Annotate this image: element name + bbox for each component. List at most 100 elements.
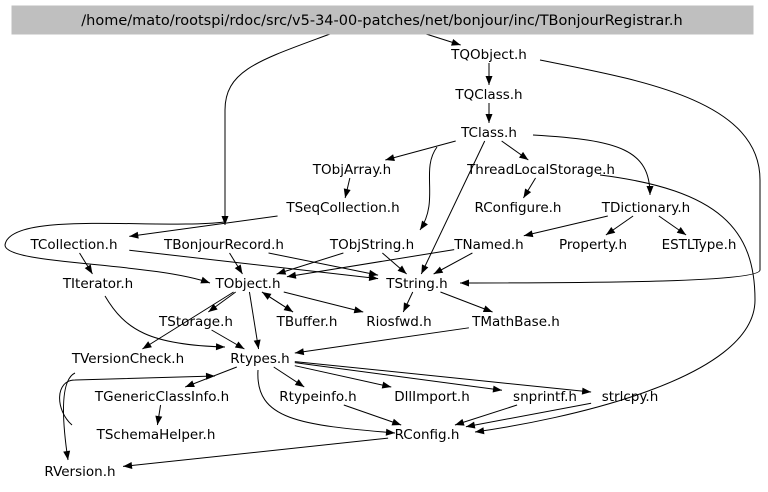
arrowhead-icon (465, 421, 476, 429)
arrowhead-icon (420, 220, 428, 230)
arrowhead-icon (215, 343, 225, 351)
root-node[interactable]: /home/mato/rootspi/rdoc/src/v5-34-00-pat… (11, 5, 754, 35)
edge-tqobject-to-tstring (459, 59, 761, 284)
node-tstring[interactable]: TString.h (385, 276, 447, 292)
node-tgenericclassinfo[interactable]: TGenericClassInfo.h (94, 389, 229, 405)
arrowhead-icon (492, 385, 502, 393)
arrowhead-icon (605, 226, 616, 235)
node-tqobject[interactable]: TQObject.h (450, 47, 527, 63)
edge-rtypes-to-dllimport (294, 365, 392, 388)
edge-tstring-to-tmathbase (440, 291, 493, 313)
edge-tdictionary-to-tnamed (523, 215, 608, 237)
edge-tbonjourrecord-to-tstring (268, 252, 379, 276)
arrowhead-icon (234, 341, 245, 349)
node-tstorage[interactable]: TStorage.h (158, 314, 233, 330)
edge-tobject-to-rtypes (248, 291, 260, 350)
arrowhead-icon (123, 461, 133, 469)
node-tschemahelper[interactable]: TSchemaHelper.h (96, 427, 216, 443)
arrowhead-icon (454, 418, 465, 426)
arrowhead-icon (391, 418, 402, 426)
arrowhead-icon (523, 188, 532, 198)
arrowhead-icon (485, 76, 493, 85)
arrowhead-icon (518, 151, 529, 160)
arrowhead-icon (403, 302, 411, 312)
edge-snprintf-to-rconfig (454, 404, 518, 426)
node-tcollection[interactable]: TCollection.h (29, 237, 117, 253)
edge-tobjstring-to-tobject (276, 252, 344, 275)
edge-tseqcollection-to-tcollection (129, 215, 278, 237)
arrowhead-icon (208, 303, 218, 312)
arrowhead-icon (581, 387, 592, 395)
arrowhead-icon (385, 428, 395, 436)
node-property[interactable]: Property.h (559, 237, 627, 253)
arrowhead-icon (523, 230, 534, 238)
edge-tobject-to-tversioncheck (142, 291, 234, 350)
node-tqclass[interactable]: TQClass.h (454, 87, 522, 103)
edge-tschemahelper-to-rtypes (59, 375, 216, 426)
arrowhead-icon (475, 427, 485, 435)
node-tbuffer[interactable]: TBuffer.h (276, 314, 338, 330)
node-titerator[interactable]: TIterator.h (62, 276, 133, 292)
arrowhead-icon (460, 279, 469, 287)
node-rconfigure[interactable]: RConfigure.h (475, 200, 562, 216)
edge-tcollection-to-tobject (4, 221, 226, 284)
edge-threadlocalstorage-to-rconfig (474, 174, 756, 433)
arrowhead-icon (676, 226, 687, 235)
arrowhead-icon (353, 306, 364, 314)
edge-tversioncheck-to-rversion (63, 372, 76, 461)
arrowhead-icon (421, 264, 429, 274)
edges (4, 28, 761, 469)
edge-tobject-to-riosfwd (283, 291, 364, 313)
node-snprintf[interactable]: snprintf.h (513, 389, 577, 405)
edge-rconfig-to-rversion (122, 437, 389, 467)
node-tobject[interactable]: TObject.h (214, 276, 280, 292)
node-tobjstring[interactable]: TObjString.h (329, 237, 414, 253)
arrowhead-icon (200, 276, 210, 284)
arrowhead-icon (381, 381, 392, 389)
arrowhead-icon (261, 292, 272, 300)
node-rversion[interactable]: RVersion.h (44, 464, 115, 480)
root-node-box (11, 5, 754, 35)
node-tclass[interactable]: TClass.h (460, 125, 517, 141)
node-tnamed[interactable]: TNamed.h (453, 237, 524, 253)
edge-rtypeinfo-to-rconfig (343, 404, 402, 426)
arrowhead-icon (385, 154, 395, 162)
node-rconfig[interactable]: RConfig.h (395, 427, 460, 443)
node-threadlocalstorage[interactable]: ThreadLocalStorage.h (466, 162, 615, 178)
node-tmathbase[interactable]: TMathBase.h (471, 314, 560, 330)
edge-tmathbase-to-rtypes (294, 327, 469, 354)
edge-tclass-to-tobjstring (419, 146, 438, 231)
node-tdictionary[interactable]: TDictionary.h (601, 200, 690, 216)
arrowhead-icon (433, 266, 444, 274)
arrowhead-icon (451, 38, 461, 46)
arrowhead-icon (294, 348, 305, 356)
edge-tclass-to-tobjarray (385, 140, 456, 161)
arrowhead-icon (286, 271, 297, 279)
arrowhead-icon (368, 269, 379, 277)
arrowhead-icon (276, 267, 287, 275)
node-strlcpy[interactable]: strlcpy.h (602, 389, 659, 405)
edge-tclass-to-tstring (420, 140, 486, 275)
root-node-label: /home/mato/rootspi/rdoc/src/v5-34-00-pat… (81, 13, 682, 29)
node-tbonjourrecord[interactable]: TBonjourRecord.h (163, 237, 284, 253)
node-rtypeinfo[interactable]: Rtypeinfo.h (279, 389, 356, 405)
arrowhead-icon (142, 341, 152, 349)
edge-strlcpy-to-rconfig (465, 402, 592, 428)
edge-tcollection-to-tstring (129, 249, 379, 280)
arrowhead-icon (482, 305, 493, 313)
node-tseqcollection[interactable]: TSeqCollection.h (285, 200, 399, 216)
node-dllimport[interactable]: DllImport.h (394, 389, 470, 405)
arrowhead-icon (205, 372, 215, 380)
arrowhead-icon (84, 264, 93, 274)
node-tobjarray[interactable]: TObjArray.h (312, 162, 391, 178)
arrowhead-icon (343, 188, 351, 198)
arrowhead-icon (294, 379, 305, 387)
node-estltype[interactable]: ESTLType.h (662, 237, 737, 253)
node-tversioncheck[interactable]: TVersionCheck.h (71, 351, 184, 367)
edge-root-to-tbonjourrecord (224, 33, 331, 225)
arrowhead-icon (63, 450, 71, 460)
node-riosfwd[interactable]: Riosfwd.h (366, 314, 431, 330)
edge-rtypes-to-snprintf (294, 362, 503, 391)
node-rtypes[interactable]: Rtypes.h (230, 351, 289, 367)
